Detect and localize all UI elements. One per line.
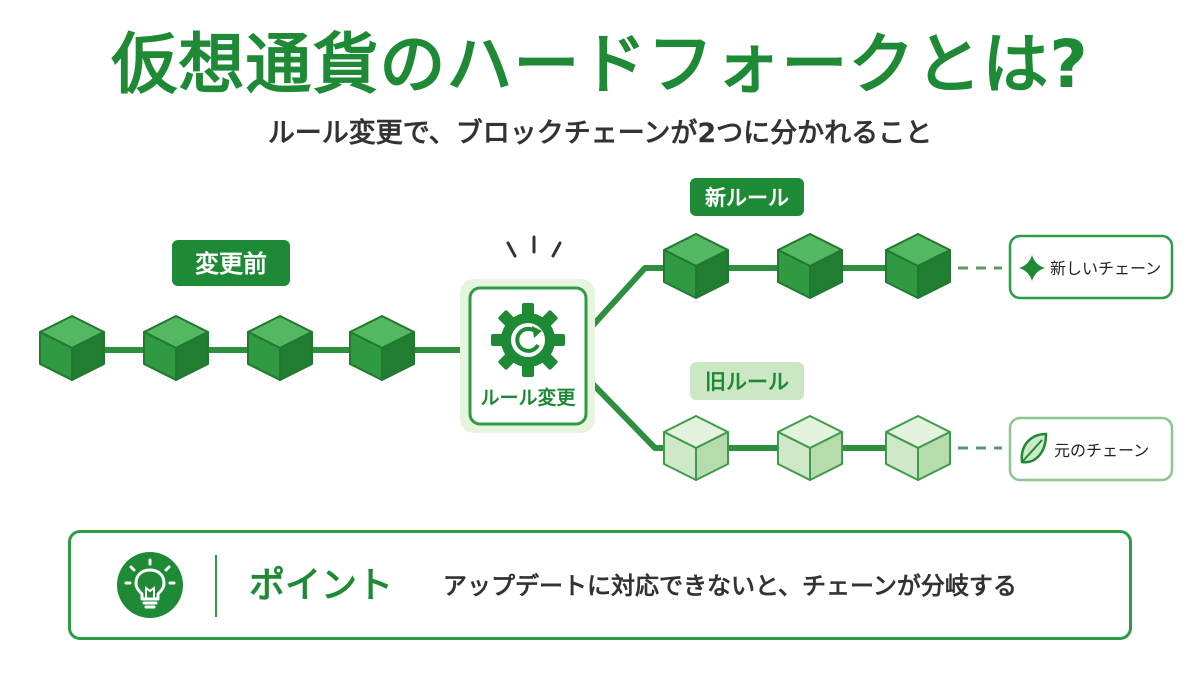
block-new-2	[777, 233, 843, 299]
block-before-1	[39, 315, 105, 381]
point-box: ポイント アップデートに対応できないと、チェーンが分岐する	[68, 530, 1132, 640]
before-label-text: 変更前	[195, 250, 267, 278]
old-rule-label: 旧ルール	[690, 362, 804, 400]
point-text: アップデートに対応できないと、チェーンが分岐する	[443, 572, 1017, 600]
new-chain-label: 新しいチェーン	[1050, 259, 1161, 278]
block-old-2	[777, 415, 843, 481]
fork-branches	[582, 265, 1002, 451]
page-title: 仮想通貨のハードフォークとは?	[111, 26, 1089, 103]
new-chain	[663, 233, 951, 299]
block-old-1	[663, 415, 729, 481]
gear-refresh-icon	[491, 303, 565, 377]
rule-change-node: ルール変更	[460, 235, 595, 433]
new-rule-label: 新ルール	[690, 178, 804, 216]
point-heading: ポイント	[249, 565, 394, 606]
old-chain	[663, 415, 951, 481]
page-subtitle: ルール変更で、ブロックチェーンが2つに分かれること	[267, 118, 933, 149]
block-before-4	[349, 315, 415, 381]
new-rule-label-text: 新ルール	[705, 186, 789, 210]
burst-lines-icon	[506, 235, 562, 258]
block-old-3	[885, 415, 951, 481]
block-new-1	[663, 233, 729, 299]
leaf-icon	[1020, 432, 1048, 464]
point-divider	[215, 555, 217, 617]
block-before-3	[247, 315, 313, 381]
lightbulb-icon	[117, 552, 183, 618]
old-chain-box: 元のチェーン	[1008, 416, 1174, 482]
sparkle-icon	[1019, 255, 1045, 281]
old-chain-label: 元のチェーン	[1054, 441, 1149, 460]
main-chain	[39, 315, 470, 381]
new-chain-box: 新しいチェーン	[1008, 234, 1174, 300]
rule-change-label: ルール変更	[480, 386, 576, 409]
block-before-2	[143, 315, 209, 381]
block-new-3	[885, 233, 951, 299]
before-label: 変更前	[172, 240, 290, 286]
old-rule-label-text: 旧ルール	[705, 370, 789, 394]
